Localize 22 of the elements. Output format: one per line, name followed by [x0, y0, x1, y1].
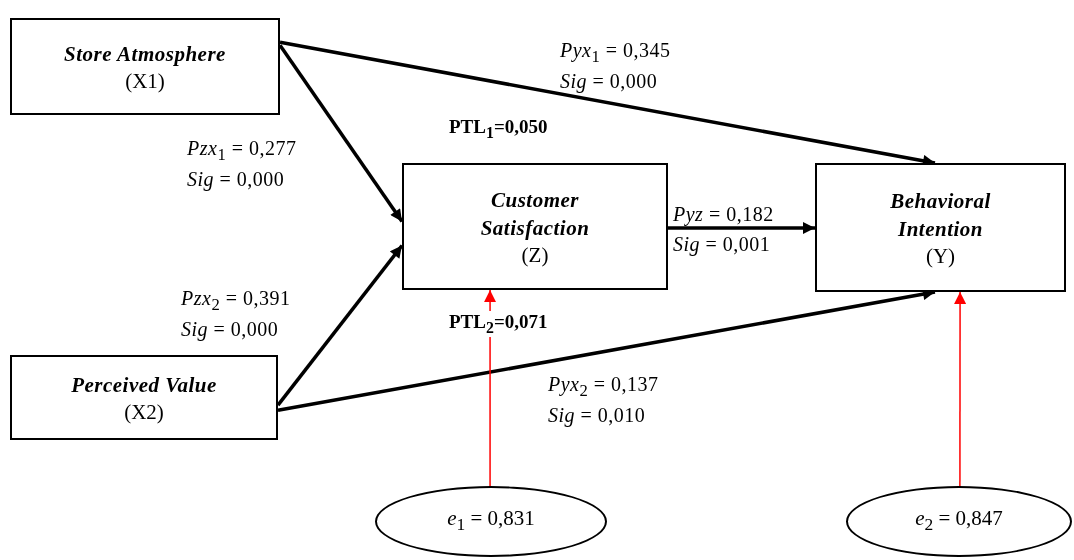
- variable-box: [815, 163, 1066, 292]
- variable-name: Store Atmosphere: [64, 40, 226, 68]
- edge-label: Pyx$_{1}$ = 0,345 Sig = 0,000: [560, 38, 672, 93]
- edge-label: Pyz = 0,182 Sig = 0,001: [673, 202, 775, 258]
- error-value: e$_{2}$ = 0,847: [915, 505, 1003, 537]
- variable-code: (X1): [125, 67, 165, 94]
- variable-name: Customer Satisfaction: [479, 186, 591, 242]
- arrow: [954, 291, 967, 487]
- edge-label: Pzx$_{2}$ = 0,391 Sig = 0,000: [181, 286, 292, 341]
- variable-code: (Y): [925, 242, 956, 269]
- variable-code: (X2): [124, 398, 164, 425]
- edge-label: Pzx$_{1}$ = 0,277 Sig = 0,000: [187, 136, 298, 191]
- variable-name: Perceived Value: [71, 371, 217, 399]
- arrow: [668, 222, 815, 234]
- variable-name: Behavioral Intention: [889, 187, 992, 243]
- variable-code: (Z): [521, 241, 549, 268]
- indirect-effect-label: PTL$_{2}$=0,071: [447, 311, 550, 337]
- variable-box: [402, 163, 668, 290]
- variable-box: [10, 18, 280, 115]
- variable-box: [10, 355, 278, 440]
- edge-label: Pyx$_{2}$ = 0,137 Sig = 0,010: [548, 372, 660, 427]
- error-value: e$_{1}$ = 0,831: [447, 505, 535, 537]
